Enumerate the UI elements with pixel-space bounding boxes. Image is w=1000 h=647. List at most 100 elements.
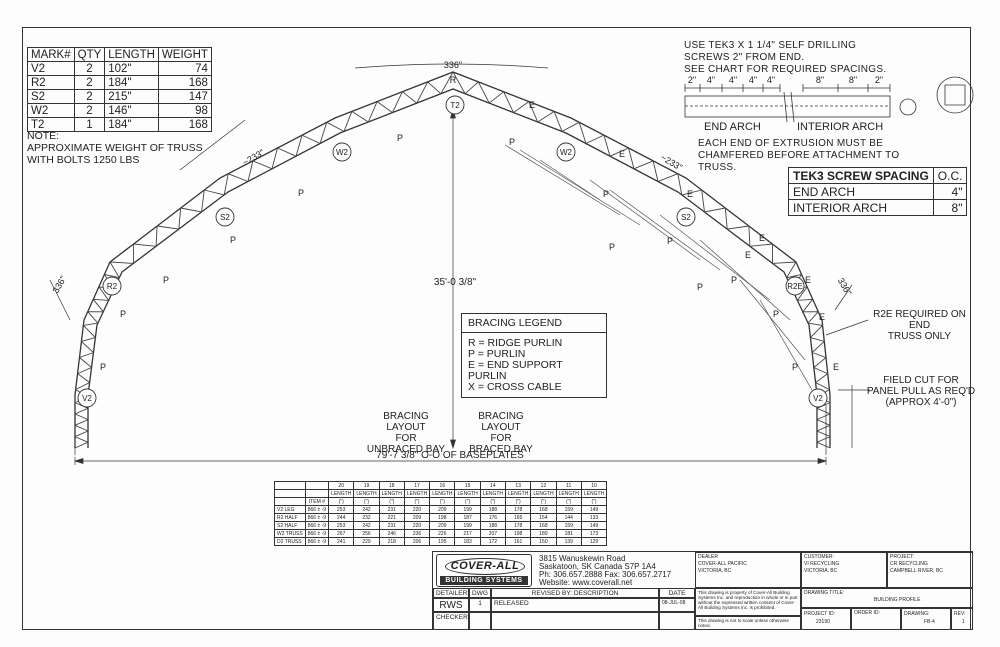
dealer-name: COVER-ALL PACIFIC bbox=[698, 561, 747, 567]
legend-item: E = END SUPPORT PURLIN bbox=[468, 359, 563, 382]
section-marker-w2-left: W2 bbox=[332, 142, 352, 162]
length-table-value: 154 bbox=[530, 513, 557, 522]
length-table-blank bbox=[304, 481, 330, 490]
interior-spacing-dim: 8" bbox=[816, 75, 824, 85]
customer-label: CUSTOMER: bbox=[804, 554, 834, 560]
dealer-location: VICTORIA, BC bbox=[698, 568, 732, 574]
length-table-value: 256 bbox=[353, 529, 380, 538]
length-table-value: 178 bbox=[505, 505, 532, 514]
legend-item: X = CROSS CABLE bbox=[468, 381, 562, 393]
rev-number-value: 1 bbox=[962, 619, 965, 625]
end-purlin-label: E bbox=[745, 250, 751, 260]
section-marker-v2-left: V2 bbox=[77, 388, 97, 408]
mark-table-cell: W2 bbox=[27, 103, 75, 118]
checker-date-cell bbox=[659, 612, 695, 630]
project-location: CAMPBELL RIVER, BC bbox=[890, 568, 943, 574]
screw-spacing-detail bbox=[684, 76, 974, 123]
mark-table-cell: 2 bbox=[73, 103, 106, 118]
section-marker-label: W2 bbox=[560, 148, 573, 157]
span-label: 79'-7 3/8" O-O OF BASEPLATES bbox=[376, 450, 524, 461]
purlin-label: P bbox=[792, 362, 798, 372]
mark-table-heading: QTY bbox=[73, 47, 106, 62]
length-table-blank bbox=[274, 481, 306, 490]
mark-table-cell: 184" bbox=[104, 117, 159, 132]
purlin-label: P bbox=[397, 133, 403, 143]
length-table-value: 236 bbox=[403, 529, 431, 538]
section-marker-r2e-right: R2E bbox=[785, 276, 805, 296]
length-table-blank bbox=[274, 489, 306, 498]
length-table-value: 168 bbox=[530, 521, 557, 530]
mark-table-heading: LENGTH bbox=[104, 47, 159, 62]
length-table-value: 150 bbox=[530, 537, 557, 546]
logo-sub: BUILDING SYSTEMS bbox=[440, 576, 528, 585]
chamfer-line: EACH END OF EXTRUSION MUST BE bbox=[698, 138, 884, 149]
length-table-column: 18 bbox=[378, 481, 405, 490]
length-table-column: 16 bbox=[429, 481, 456, 490]
length-table-item-header: ITEM # bbox=[304, 497, 330, 506]
label-line: BRACING LAYOUT bbox=[383, 411, 429, 433]
address-line: Ph: 306.657.2888 Fax: 306.657.2717 bbox=[539, 570, 672, 579]
purlin-label: P bbox=[609, 242, 615, 252]
length-table-value: 178 bbox=[505, 521, 532, 530]
length-table-value: 139 bbox=[555, 537, 582, 546]
length-table-unit: (") bbox=[353, 497, 380, 506]
length-table-column: 17 bbox=[403, 481, 431, 490]
left-length-label: 336" bbox=[51, 274, 69, 295]
length-table-subheading: LENGTH bbox=[505, 489, 532, 498]
length-table-unitheader: ITEM #(")(")(")(")(")(")(")(")(")(")(") bbox=[274, 497, 608, 506]
length-table-unit: (") bbox=[454, 497, 481, 506]
length-table-row-item: 866 ± -9 bbox=[304, 537, 330, 546]
length-table-value: 209 bbox=[429, 521, 456, 530]
bracing-legend: BRACING LEGEND R = RIDGE PURLIN P = PURL… bbox=[461, 313, 607, 398]
length-table-value: 231 bbox=[378, 521, 405, 530]
length-table-subheading: LENGTH bbox=[328, 489, 355, 498]
rev-cell: REV: 1 bbox=[951, 608, 973, 630]
length-table-row-name: S2 HALF bbox=[274, 521, 306, 530]
note-line: R2E REQUIRED ON END bbox=[873, 309, 966, 331]
length-table-value: 181 bbox=[555, 529, 582, 538]
end-arch-label: END ARCH bbox=[704, 121, 761, 133]
label-line: BRACING LAYOUT bbox=[478, 411, 524, 433]
mark-table-cell: 102" bbox=[104, 61, 159, 76]
length-table-value: 133 bbox=[580, 513, 608, 522]
length-table-subheading: LENGTH bbox=[378, 489, 405, 498]
order-id-cell: ORDER ID: bbox=[851, 608, 901, 630]
tek-row-value: 8" bbox=[932, 199, 968, 216]
dimension-lines bbox=[49, 63, 870, 465]
label-line: FOR bbox=[490, 433, 512, 444]
tek-note-line: SCREWS 2" FROM END. bbox=[684, 52, 805, 63]
length-table-unit: (") bbox=[378, 497, 405, 506]
tek-row-label: INTERIOR ARCH bbox=[788, 199, 934, 216]
length-table-row-item: 866 ± -9 bbox=[304, 529, 330, 538]
length-table-value: 188 bbox=[479, 505, 507, 514]
top-length-label: 336" bbox=[444, 60, 462, 70]
company-address: 3815 Wanuskewin Road Saskatoon, SK Canad… bbox=[539, 555, 671, 587]
mark-table-cell: 98 bbox=[157, 103, 212, 118]
tek-screw-note: USE TEK3 X 1 1/4" SELF DRILLING SCREWS 2… bbox=[684, 40, 886, 76]
tek-screw-spacing-table: TEK3 SCREW SPACING O.C. END ARCH 4" INTE… bbox=[788, 167, 968, 216]
mark-table-cell: 184" bbox=[104, 75, 159, 90]
length-table-value: 198 bbox=[429, 513, 456, 522]
logo-main: COVER-ALL bbox=[445, 558, 525, 575]
length-table-value: 161 bbox=[505, 537, 532, 546]
customer-name: VI RECYCLING bbox=[804, 561, 840, 567]
drawing-cell: DRAWING: FB-4 bbox=[901, 608, 951, 630]
interior-spacing-dim: 2" bbox=[875, 75, 883, 85]
length-table-row-name: D2 TRUSS bbox=[274, 537, 306, 546]
section-marker-r2-left: R2 bbox=[102, 276, 122, 296]
dealer-cell: DEALER COVER-ALL PACIFIC VICTORIA, BC bbox=[695, 552, 801, 588]
length-table-value: 242 bbox=[353, 505, 380, 514]
end-purlin-label: E bbox=[619, 149, 625, 159]
length-table-value: 209 bbox=[403, 513, 431, 522]
length-table-column: 10 bbox=[580, 481, 608, 490]
rev-description: RELEASED bbox=[491, 598, 659, 612]
section-marker-label: V2 bbox=[813, 394, 823, 403]
length-table-value: 183 bbox=[454, 537, 481, 546]
